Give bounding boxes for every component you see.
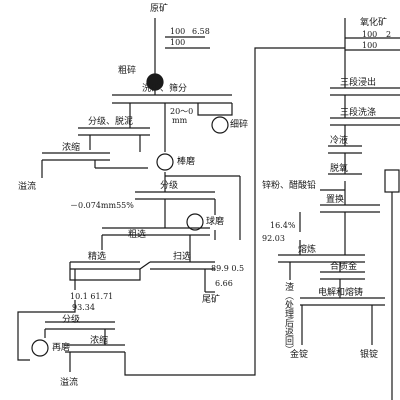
- percent-label: 16.4%: [270, 221, 296, 230]
- left-flow-lines: [17, 18, 300, 376]
- tailing-label: 尾矿: [202, 295, 221, 305]
- concentrate-values-2: 93.34: [72, 303, 95, 312]
- replacement-label: 置换: [326, 195, 345, 205]
- cool-solution-label: 冷液: [330, 136, 349, 146]
- recovery-value-label: 92.03: [262, 234, 285, 243]
- thicken-2-label: 浓缩: [90, 336, 109, 346]
- three-stage-leach-label: 三段浸出: [340, 78, 377, 88]
- raw-ore-grade: 6.58: [192, 27, 210, 36]
- classify-2-label: 分级: [62, 315, 81, 325]
- cleaning-label: 精选: [88, 252, 107, 262]
- wash-screen-label: 洗矿、筛分: [142, 84, 188, 94]
- rod-mill-label: 棒磨: [177, 157, 196, 167]
- three-stage-wash-label: 三段洗涤: [340, 108, 377, 118]
- left-machines: [31, 73, 229, 357]
- overflow-2-label: 溢流: [60, 378, 79, 388]
- oxidized-yield: 100: [362, 30, 378, 39]
- oxidized-ore-label: 氧化矿: [360, 18, 388, 28]
- oxidized-recovery: 100: [362, 41, 378, 50]
- scavenging-label: 扫选: [173, 252, 192, 262]
- size-fraction-label: －0.074mm55%: [70, 201, 134, 210]
- smelting-label: 熔炼: [298, 245, 317, 255]
- raw-ore-yield: 100: [170, 27, 186, 36]
- screen-unit-label: mm: [172, 116, 188, 125]
- raw-ore-recovery: 100: [170, 38, 186, 47]
- thicken-1-label: 浓缩: [62, 143, 81, 153]
- gold-ingot-label: 金锭: [290, 350, 309, 360]
- fine-crush-label: 细碎: [230, 120, 249, 130]
- alloy-label: 合质金: [330, 262, 358, 272]
- raw-ore-label: 原矿: [150, 4, 169, 14]
- slag-label: 渣（处理后返回）: [283, 282, 293, 354]
- silver-ingot-label: 银锭: [360, 350, 379, 360]
- concentrate-values: 10.1 61.71: [70, 292, 114, 301]
- coarse-crush-label: 粗碎: [118, 66, 137, 76]
- overflow-1-label: 溢流: [18, 182, 37, 192]
- ball-mill-label: 球磨: [206, 217, 225, 227]
- tailing-values-2: 6.66: [215, 279, 233, 288]
- screen-size-label: 20～0: [170, 107, 194, 116]
- electrolysis-label: 电解和熔铸: [318, 288, 364, 298]
- oxidized-grade: 2: [386, 30, 392, 39]
- classify-1-label: 分级: [160, 181, 179, 191]
- classify-deslime-label: 分级、脱泥: [88, 117, 134, 127]
- tailing-values: 89.9 0.5: [211, 264, 245, 273]
- regrind-label: 再磨: [52, 343, 71, 353]
- deoxygenate-label: 脱氧: [330, 164, 349, 174]
- roughing-label: 粗选: [128, 230, 147, 240]
- right-flow-lines: [278, 18, 400, 400]
- zinc-powder-label: 锌粉、醋酸铅: [262, 181, 317, 191]
